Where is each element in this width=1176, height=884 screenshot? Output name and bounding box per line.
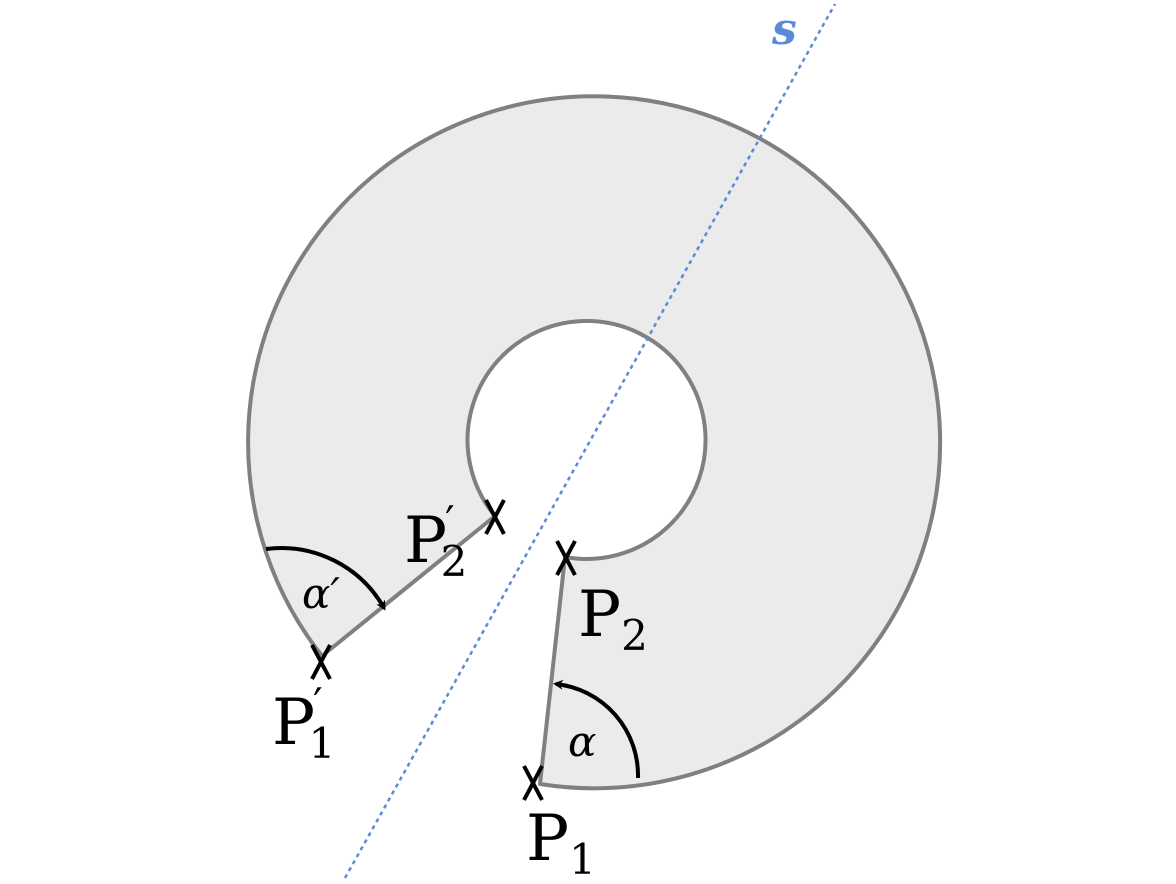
point-p1-label: P1 xyxy=(526,802,596,884)
point-p1-prime-label: P′1 xyxy=(272,679,335,768)
angle-alpha-prime-label: α′ xyxy=(302,569,340,618)
point-p2-prime-marker xyxy=(484,499,506,535)
point-p1-prime-marker xyxy=(310,644,332,680)
axis-label-s: s xyxy=(771,4,797,55)
point-p1-marker xyxy=(522,765,544,801)
angle-alpha-arc xyxy=(553,679,641,779)
annulus-shape xyxy=(246,94,943,791)
point-p2-label: P2 xyxy=(578,578,648,660)
point-p2-prime-label: P′2 xyxy=(404,497,467,586)
angle-alpha-label: α xyxy=(568,717,596,766)
point-p2-marker xyxy=(555,540,577,576)
symmetry-axis-s xyxy=(343,3,837,879)
angle-alpha-prime-arc xyxy=(265,546,386,611)
